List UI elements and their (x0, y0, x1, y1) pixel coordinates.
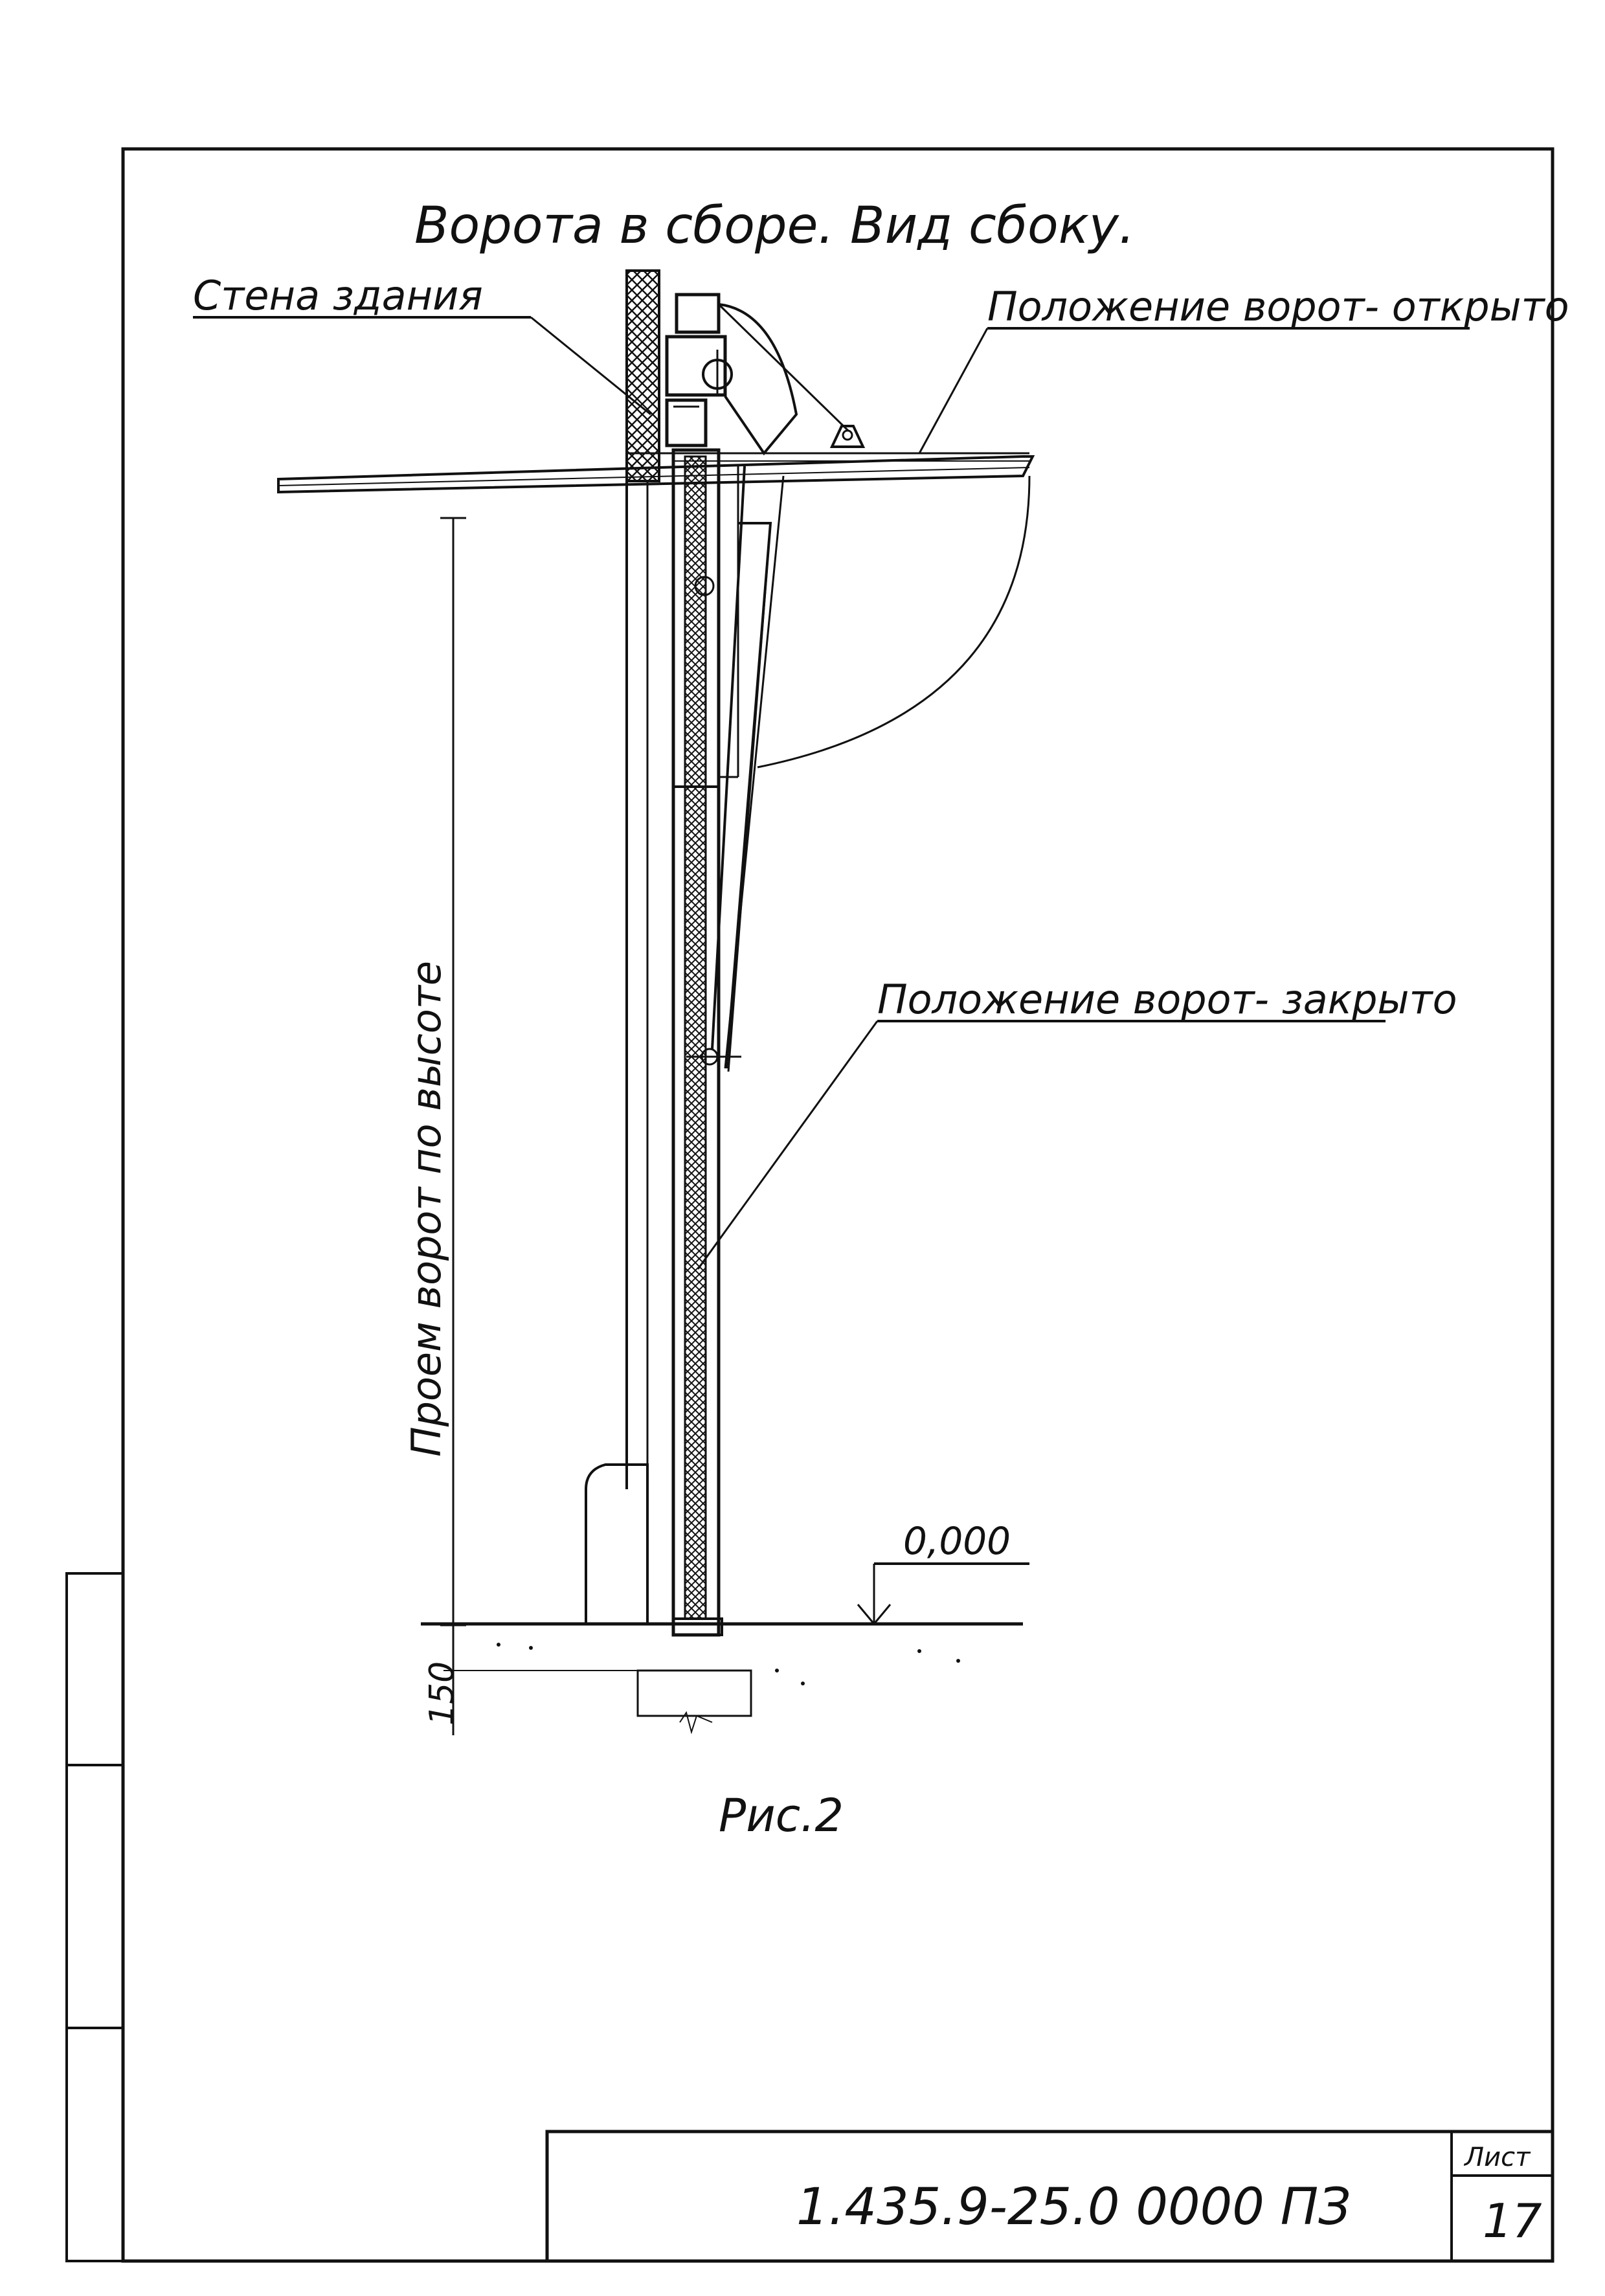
wall-leader (193, 316, 651, 416)
figure-caption: Рис.2 (719, 1789, 844, 1842)
sheet-number: 17 (1483, 2194, 1542, 2248)
foundation-dimension-label: 150 (423, 1661, 462, 1726)
sheet-label: Лист (1463, 2143, 1531, 2172)
open-position-label: Положение ворот- открыто (987, 283, 1569, 330)
closed-position-leader (697, 1020, 1386, 1270)
sheet-frame (65, 147, 1554, 2263)
document-code: 1.435.9-25.0 0000 ПЗ (796, 2178, 1351, 2236)
closed-position-label: Положение ворот- закрыто (877, 976, 1457, 1023)
gate-leaf-open-frame (686, 453, 785, 1075)
level-mark (857, 1562, 1029, 1626)
lintel-slab (277, 452, 1035, 494)
swing-arc (757, 475, 1031, 769)
floor-and-foundation (421, 1622, 1023, 1735)
title-block (545, 2130, 1554, 2263)
drawing-title: Ворота в сборе. Вид сбоку. (414, 197, 1135, 255)
opening-height-label: Проем ворот по высоте (403, 961, 450, 1457)
building-wall (585, 269, 660, 1625)
open-position-leader (918, 327, 1470, 454)
wall-label: Стена здания (193, 272, 483, 319)
drive-mechanism (665, 293, 866, 456)
gate-leaf-closed (671, 448, 723, 1637)
level-label: 0,000 (903, 1519, 1011, 1563)
